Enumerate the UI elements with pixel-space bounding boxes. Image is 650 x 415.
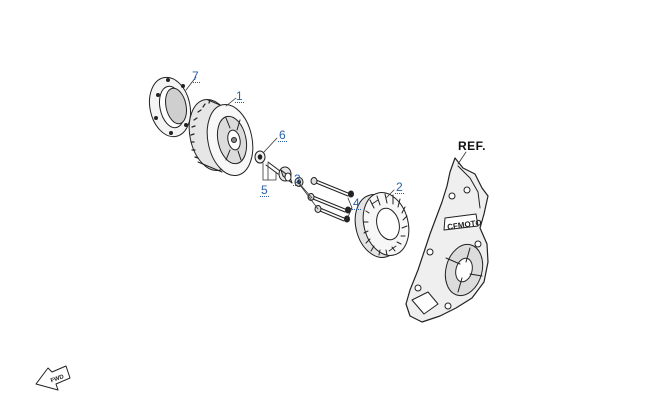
callout-4[interactable]: 4 xyxy=(352,196,361,210)
callout-2[interactable]: 2 xyxy=(395,180,404,194)
part-2-stator[interactable] xyxy=(348,187,415,262)
fwd-label: FWD xyxy=(50,374,66,385)
part-6-washer[interactable] xyxy=(255,151,265,163)
part-1-flywheel[interactable] xyxy=(183,95,259,180)
part-5-bolt[interactable] xyxy=(266,162,303,187)
callout-3[interactable]: 3 xyxy=(293,172,302,186)
leader-lines xyxy=(186,77,466,219)
forward-direction-arrow: FWD xyxy=(36,366,70,390)
ref-label: REF. xyxy=(458,139,487,153)
part-7-ring[interactable] xyxy=(144,73,196,140)
callout-6[interactable]: 6 xyxy=(278,128,287,142)
ref-stator-cover[interactable]: CFMOTO xyxy=(406,158,488,322)
callout-1[interactable]: 1 xyxy=(235,89,244,103)
callout-7[interactable]: 7 xyxy=(191,69,200,83)
part-3-screws[interactable] xyxy=(308,178,348,222)
callout-5[interactable]: 5 xyxy=(260,183,269,197)
